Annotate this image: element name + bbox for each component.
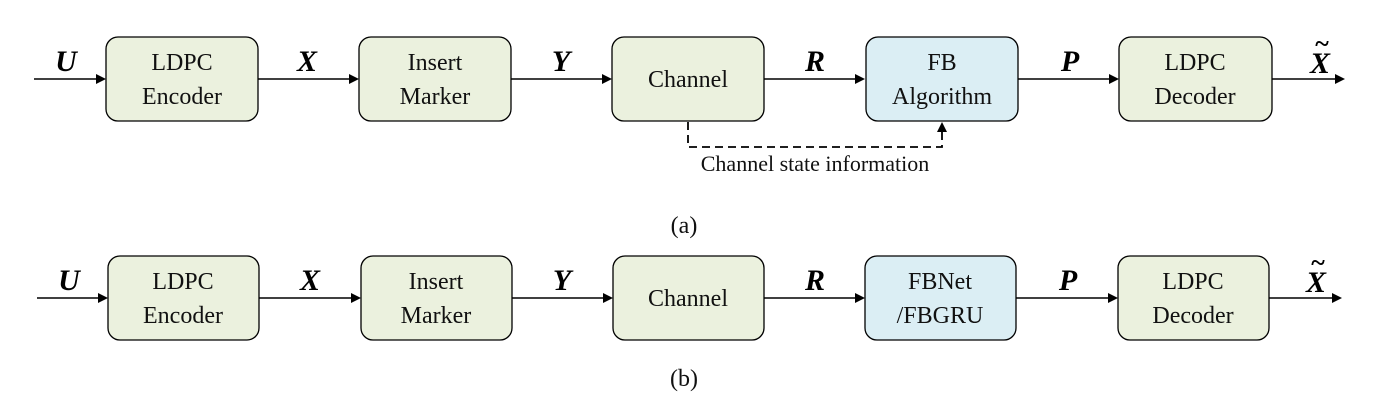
signal-label-u: U (58, 264, 81, 297)
fb-algorithm-block-a (865, 36, 1019, 122)
block-label: Algorithm (892, 84, 992, 110)
caption-b: (b) (670, 366, 698, 392)
arrowhead-icon (603, 293, 613, 303)
channel-state-label: Channel state information (701, 151, 930, 176)
arrowhead-icon (937, 122, 947, 132)
block-label: LDPC (1164, 50, 1225, 76)
signal-label-r: R (804, 264, 825, 297)
arrowhead-icon (1332, 293, 1342, 303)
signal-label-x-hat: X (1305, 266, 1327, 299)
channel-block-a (611, 36, 765, 122)
diagram-b: LDPC Encoder Insert Marker Channel FBNet… (37, 248, 1342, 392)
signal-label-x: X (296, 45, 318, 78)
arrowhead-icon (349, 74, 359, 84)
block-label: /FBGRU (897, 303, 984, 329)
signal-label-r: R (804, 45, 825, 78)
signal-label-p: P (1060, 45, 1080, 78)
block-label: LDPC (152, 269, 213, 295)
tilde-mark: ~ (1311, 248, 1325, 277)
arrowhead-icon (1108, 293, 1118, 303)
block-label: Channel (648, 67, 728, 93)
arrowhead-icon (96, 74, 106, 84)
arrowhead-icon (855, 74, 865, 84)
block-label: Decoder (1154, 84, 1235, 110)
channel-state-feedback-line (687, 122, 943, 148)
block-label: Encoder (142, 84, 222, 110)
channel-block-b (612, 255, 765, 341)
block-label: LDPC (151, 50, 212, 76)
block-label: Insert (408, 50, 463, 76)
block-label: LDPC (1162, 269, 1223, 295)
diagram-a: Channel state information LDPC Encoder I… (34, 29, 1345, 239)
arrowhead-icon (602, 74, 612, 84)
arrowhead-icon (351, 293, 361, 303)
block-label: Decoder (1152, 303, 1233, 329)
ldpc-encoder-block-a (105, 36, 259, 122)
signal-label-u: U (55, 45, 78, 78)
insert-marker-block-a (358, 36, 512, 122)
insert-marker-block-b (360, 255, 513, 341)
block-label: Encoder (143, 303, 223, 329)
signal-label-x-hat: X (1309, 47, 1331, 80)
block-label: Channel (648, 286, 728, 312)
block-label: Marker (401, 303, 472, 329)
arrowhead-icon (1109, 74, 1119, 84)
tilde-mark: ~ (1315, 29, 1329, 58)
caption-a: (a) (671, 213, 698, 239)
arrowhead-icon (98, 293, 108, 303)
ldpc-decoder-block-b (1117, 255, 1270, 341)
signal-label-y: Y (553, 264, 574, 297)
signal-label-p: P (1058, 264, 1078, 297)
block-label: Insert (409, 269, 464, 295)
block-label: Marker (400, 84, 471, 110)
block-label: FB (927, 50, 956, 76)
arrowhead-icon (855, 293, 865, 303)
arrowhead-icon (1335, 74, 1345, 84)
signal-label-x: X (299, 264, 321, 297)
ldpc-decoder-block-a (1118, 36, 1273, 122)
signal-label-y: Y (552, 45, 573, 78)
ldpc-encoder-block-b (107, 255, 260, 341)
block-label: FBNet (908, 269, 972, 295)
fbnet-fbgru-block-b (864, 255, 1017, 341)
